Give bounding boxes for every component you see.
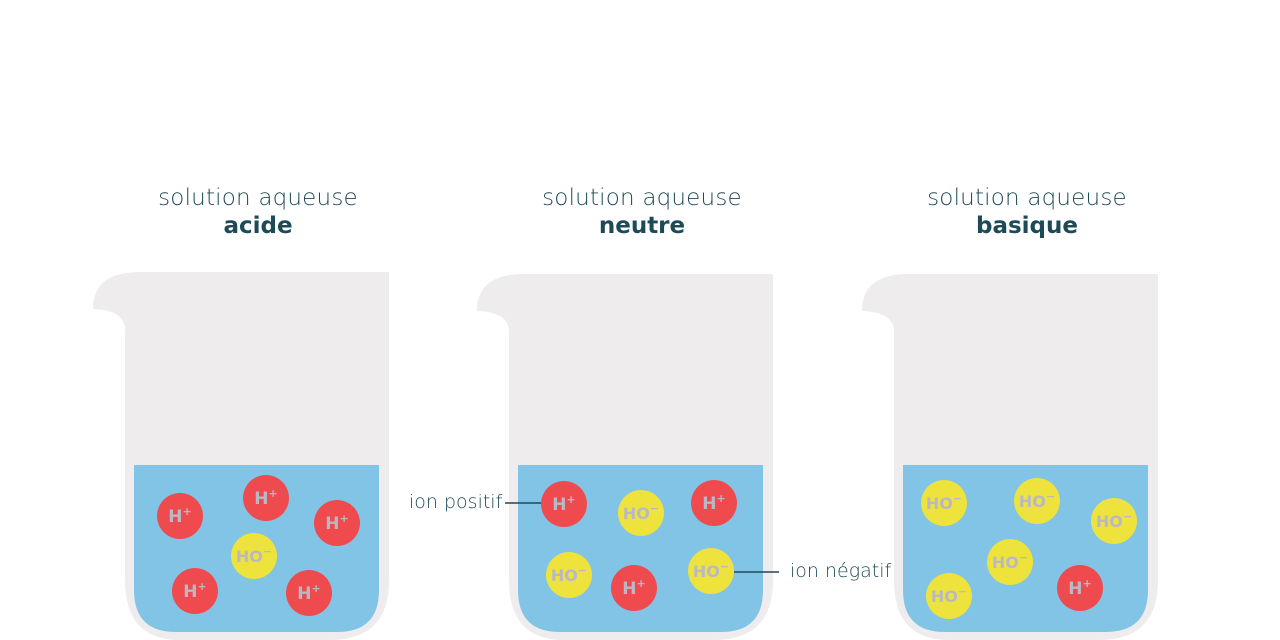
ion-circle xyxy=(1091,498,1137,544)
hydroxide-ion: HO− xyxy=(618,490,664,536)
ion-circle xyxy=(926,573,972,619)
hydrogen-ion: H+ xyxy=(286,570,332,616)
ion-circle xyxy=(618,490,664,536)
hydrogen-ion: H+ xyxy=(611,565,657,611)
ion-circle xyxy=(172,568,218,614)
positive-ion-label: ion positif xyxy=(409,491,503,513)
hydrogen-ion: H+ xyxy=(691,480,737,526)
ion-circle xyxy=(1057,565,1103,611)
hydrogen-ion: H+ xyxy=(243,475,289,521)
hydrogen-ion: H+ xyxy=(172,568,218,614)
ion-circle xyxy=(546,552,592,598)
hydroxide-ion: HO− xyxy=(546,552,592,598)
ion-circle xyxy=(157,493,203,539)
beaker-acid xyxy=(93,272,389,640)
title-line-1: solution aqueuse xyxy=(158,185,358,211)
hydroxide-ion: HO− xyxy=(1014,478,1060,524)
ion-circle xyxy=(691,480,737,526)
beaker-basic xyxy=(862,274,1158,640)
title-line-2: acide xyxy=(223,213,293,239)
ion-circle xyxy=(314,500,360,546)
hydroxide-ion: HO− xyxy=(987,539,1033,585)
title-line-2: neutre xyxy=(598,213,686,239)
ion-circle xyxy=(987,539,1033,585)
hydroxide-ion: HO− xyxy=(1091,498,1137,544)
beaker-title-basic: solution aqueuse basique xyxy=(877,184,1177,240)
negative-ion-label: ion négatif xyxy=(790,560,892,582)
ions-layer: H+H+H+HO−H+H+H+HO−H+HO−H+HO−HO−HO−HO−HO−… xyxy=(157,475,1137,619)
ion-circle xyxy=(243,475,289,521)
title-line-2: basique xyxy=(976,213,1078,239)
ion-circle xyxy=(1014,478,1060,524)
ion-circle xyxy=(688,548,734,594)
hydrogen-ion: H+ xyxy=(1057,565,1103,611)
hydrogen-ion: H+ xyxy=(314,500,360,546)
beaker-title-acid: solution aqueuse acide xyxy=(108,184,408,240)
ion-circle xyxy=(541,481,587,527)
ion-circle xyxy=(611,565,657,611)
hydroxide-ion: HO− xyxy=(231,533,277,579)
ion-circle xyxy=(231,533,277,579)
hydroxide-ion: HO− xyxy=(688,548,734,594)
hydrogen-ion: H+ xyxy=(157,493,203,539)
title-line-1: solution aqueuse xyxy=(542,185,742,211)
ion-circle xyxy=(286,570,332,616)
beaker-title-neutral: solution aqueuse neutre xyxy=(492,184,792,240)
hydroxide-ion: HO− xyxy=(921,480,967,526)
ion-circle xyxy=(921,480,967,526)
hydroxide-ion: HO− xyxy=(926,573,972,619)
hydrogen-ion: H+ xyxy=(541,481,587,527)
title-line-1: solution aqueuse xyxy=(927,185,1127,211)
